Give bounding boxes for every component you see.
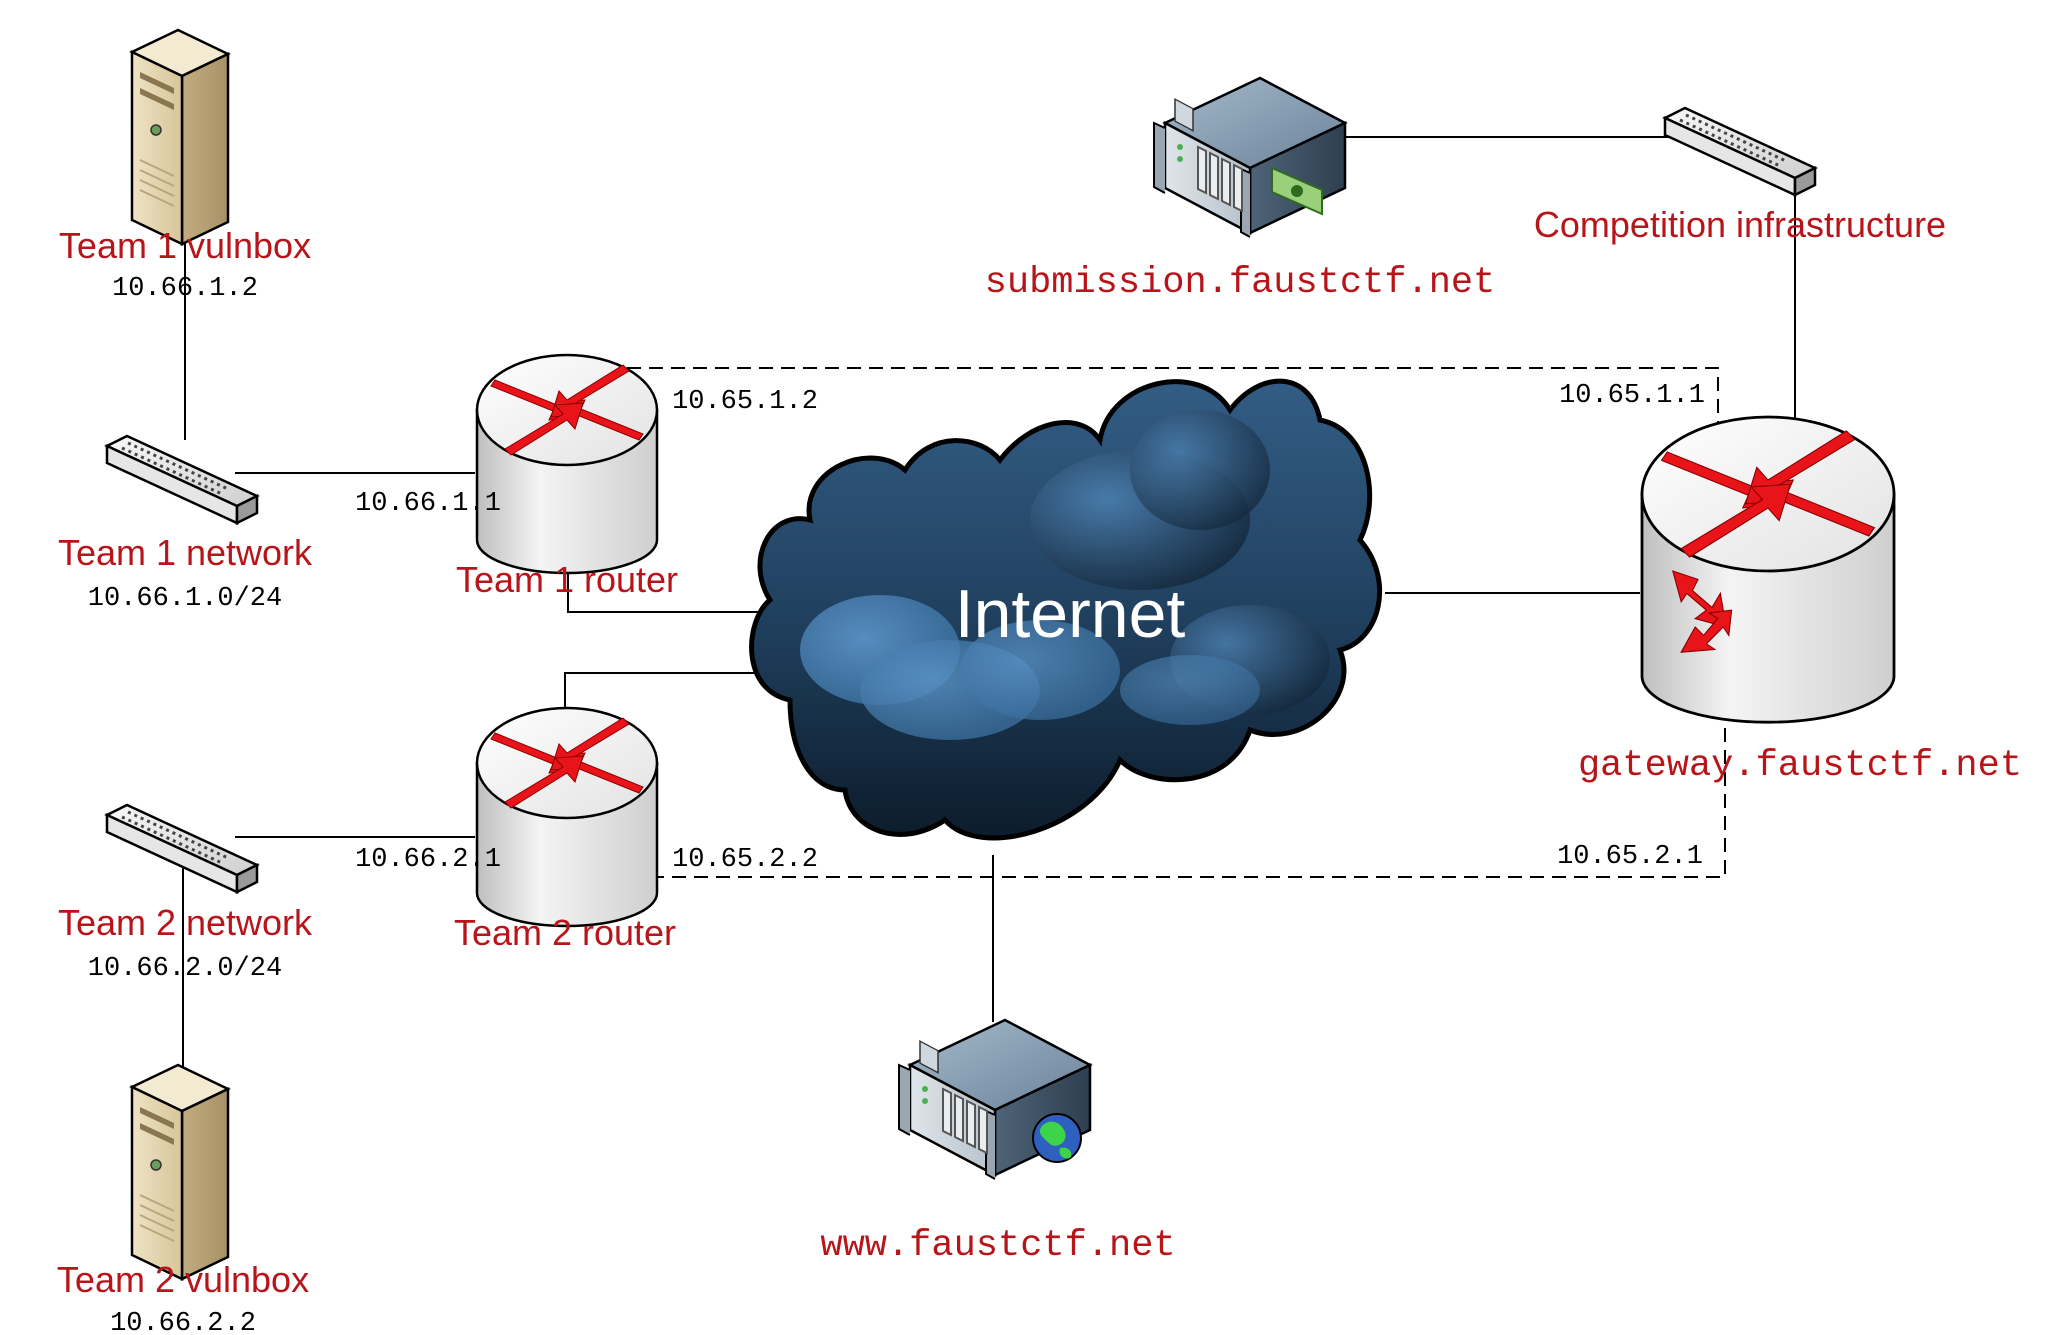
submission-label: submission.faustctf.net: [985, 262, 1496, 304]
team1-network-ip: 10.66.1.0/24: [88, 584, 282, 614]
internet-label: Internet: [955, 576, 1186, 652]
team1-switch-icon: [105, 434, 259, 525]
gateway-label: gateway.faustctf.net: [1578, 745, 2022, 787]
vpn-tunnels: [627, 367, 1726, 878]
tunnel-team1-gateway: [627, 367, 1719, 478]
team1-router-lan-ip: 10.66.1.1: [355, 489, 501, 519]
team2-router-label: Team 2 router: [454, 912, 676, 953]
team2-router-wan-ip: 10.65.2.2: [672, 845, 818, 875]
money-icon: [1271, 166, 1323, 216]
team2-vulnbox-icon: [130, 1063, 230, 1281]
team1-vulnbox-label: Team 1 vulnbox: [59, 225, 311, 266]
gateway-router-icon: [1640, 415, 1896, 724]
team1-vulnbox-ip: 10.66.1.2: [112, 274, 258, 304]
submission-server-icon: [1152, 76, 1347, 239]
competition-label: Competition infrastructure: [1534, 204, 1946, 245]
internet-cloud: Internet: [749, 378, 1383, 841]
team1-router-label: Team 1 router: [456, 559, 678, 600]
team2-network-label: Team 2 network: [58, 902, 313, 943]
globe-icon: [1032, 1113, 1082, 1163]
competition-switch-icon: [1663, 106, 1817, 197]
team1-vulnbox-icon: [130, 28, 230, 246]
tunnel-team2-gateway: [650, 725, 1726, 878]
team2-router-lan-ip: 10.66.2.1: [355, 845, 501, 875]
www-label: www.faustctf.net: [820, 1225, 1175, 1267]
team2-vulnbox-label: Team 2 vulnbox: [57, 1259, 309, 1300]
team1-router-icon: [475, 353, 659, 575]
team1-router-wan-ip: 10.65.1.2: [672, 387, 818, 417]
team2-vulnbox-ip: 10.66.2.2: [110, 1309, 256, 1335]
team1-network-label: Team 1 network: [58, 532, 313, 573]
team2-network-ip: 10.66.2.0/24: [88, 954, 282, 984]
gateway-team2-ip: 10.65.2.1: [1557, 842, 1703, 872]
gateway-team1-ip: 10.65.1.1: [1559, 381, 1705, 411]
team2-router-icon: [475, 706, 659, 928]
